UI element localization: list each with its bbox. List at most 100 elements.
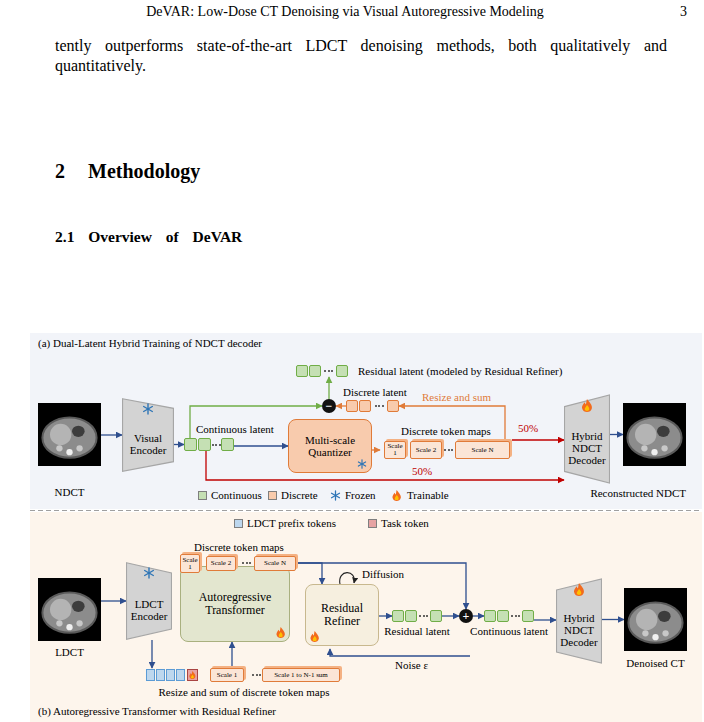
ellipsis-dot <box>324 370 326 372</box>
label-area: Scale N <box>456 442 509 458</box>
connector <box>298 563 322 584</box>
scan-ground <box>624 588 687 651</box>
diffusion-loop <box>340 573 355 584</box>
node-text: Residual Refiner <box>308 602 376 629</box>
edge-group <box>101 377 624 668</box>
spine <box>652 634 658 640</box>
latent-tokens: Continuous latent <box>484 610 534 622</box>
ellipsis-dot <box>423 615 425 617</box>
kidney <box>76 620 82 626</box>
ct-image: Denoised CT <box>624 588 687 651</box>
label-area: Scale N <box>255 557 295 570</box>
node-text: Visual Encoder <box>124 432 172 457</box>
legend-swatch <box>268 491 277 500</box>
scan-ground <box>38 578 101 641</box>
legend-icon <box>392 490 403 501</box>
body <box>627 417 681 457</box>
label-area: − <box>322 399 336 413</box>
page-text: tently outperforms state-of-the-art LDCT… <box>55 36 667 76</box>
token-square <box>484 610 496 622</box>
noise-input-line <box>330 649 470 656</box>
scan-ground <box>38 403 101 466</box>
node-text: Residual latent <box>384 625 450 637</box>
node-text: Discrete latent <box>343 386 407 398</box>
connector <box>442 615 459 616</box>
frozen-icon <box>142 403 154 415</box>
block-outline <box>556 579 601 663</box>
liver <box>636 609 657 630</box>
snow-stroke <box>332 493 340 498</box>
node-text: Reconstructed NDCT <box>590 487 686 499</box>
node-text: Scale N <box>472 447 494 454</box>
legend-item: Continuous <box>198 489 262 501</box>
snow-stroke <box>144 407 153 412</box>
kidney <box>76 445 82 451</box>
flame-inner <box>278 632 282 637</box>
label-area: Multi-scale Quantizer <box>289 420 371 472</box>
flame-inner <box>585 405 590 411</box>
node-text: Scale 1 <box>386 443 404 457</box>
ellipsis-dot <box>331 370 333 372</box>
connector <box>234 445 288 446</box>
ellipsis-dot <box>378 405 380 407</box>
ellipsis-dot <box>252 674 254 676</box>
node-text: NDCT <box>55 486 85 498</box>
latent-tokens: Residual latent (modeled by Residual Ref… <box>296 365 348 377</box>
latent-tokens: Continuous latent <box>184 438 234 451</box>
ellipsis-dot <box>212 444 214 446</box>
node-text: (a) Dual-Latent Hybrid Training of NDCT … <box>38 337 262 349</box>
token-square <box>430 610 442 622</box>
node-text: Residual latent (modeled by Residual Ref… <box>358 365 562 377</box>
scale-token: Scale 1 <box>180 554 200 573</box>
flame-outer <box>276 627 284 638</box>
label-area: Scale 2 <box>411 442 441 458</box>
node-text: + <box>463 610 470 622</box>
label-area: Scale 2 <box>207 557 235 570</box>
token-square <box>392 610 404 622</box>
connector <box>534 619 556 620</box>
ct-image: Reconstructed NDCT <box>623 403 686 466</box>
latent-tokens: Discrete latent <box>346 400 399 412</box>
label-area: Scale 1 <box>211 669 243 681</box>
node-text: Scale N <box>264 560 286 567</box>
token-square <box>522 610 534 622</box>
ct-scan <box>38 578 101 641</box>
ellipsis-dot <box>219 444 221 446</box>
kidney <box>642 630 648 636</box>
token-group: Discrete token mapsScale 1Scale 2Scale N <box>180 555 298 572</box>
token-square <box>359 400 371 412</box>
panel-b-ground <box>30 512 702 722</box>
kidney <box>56 445 62 451</box>
ct-scan <box>38 403 101 466</box>
kidney <box>641 445 647 451</box>
ellipsis-dot <box>242 562 244 564</box>
stomach <box>72 601 85 612</box>
prefix-token <box>146 669 155 681</box>
legend-text: Frozen <box>345 489 376 501</box>
block-outline <box>564 395 609 483</box>
node-text: − <box>326 400 333 412</box>
node-text: Discrete token maps <box>194 541 284 553</box>
legend-swatch <box>368 519 377 528</box>
legend-text: Continuous <box>211 489 262 501</box>
label-area: Residual Refiner <box>306 585 378 645</box>
flame-inner <box>313 636 317 641</box>
flame-inner <box>577 589 582 595</box>
ellipsis-dot <box>382 405 384 407</box>
node-text: Discrete token maps <box>401 425 491 437</box>
frozen-icon <box>143 567 155 579</box>
block-outline <box>123 399 174 472</box>
legend-item: Trainable <box>392 489 449 501</box>
process-box: Residual Refiner <box>305 584 379 646</box>
trainable-icon <box>276 627 285 638</box>
liver <box>50 599 71 620</box>
ellipsis-dot <box>215 444 217 446</box>
legend-icon <box>330 490 341 501</box>
legend-item: Frozen <box>330 489 376 501</box>
node-text: Multi-scale Quantizer <box>291 434 369 459</box>
scale-token: Scale 2 <box>206 556 236 571</box>
panel-band: (b) Autoregressive Transformer with Resi… <box>30 512 702 722</box>
label-area: + <box>459 609 473 623</box>
ellipsis-dot <box>511 615 513 617</box>
label-area: Hybrid NDCT Decoder <box>556 599 602 661</box>
